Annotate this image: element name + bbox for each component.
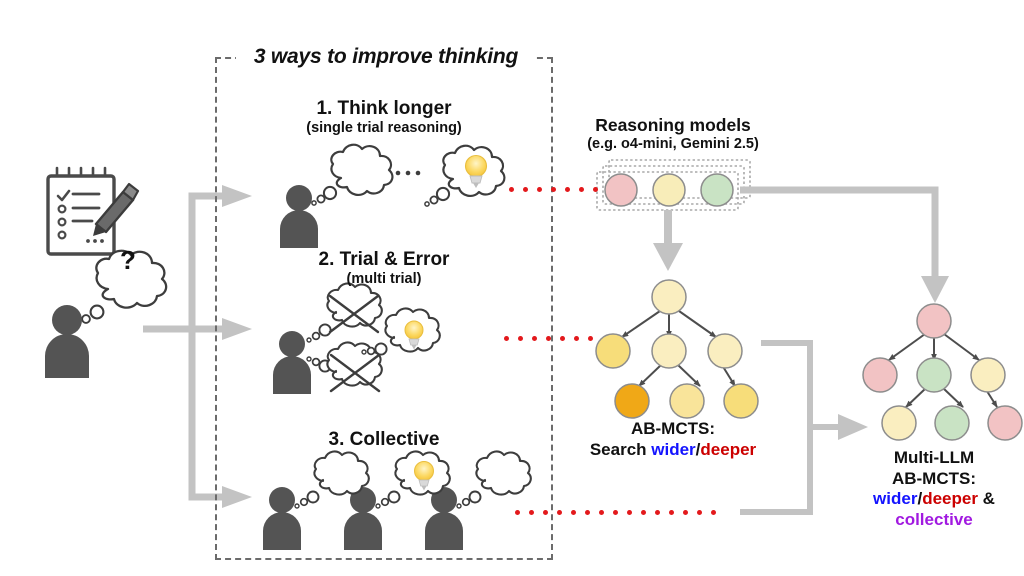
abmcts-deeper-text: deeper: [700, 439, 757, 459]
abmcts-slash-text: /: [695, 439, 701, 459]
multillm-amp-text: &: [977, 489, 995, 509]
group-title-mask: [236, 44, 536, 70]
multillm-node-l1-b: [916, 357, 952, 393]
method2-bubble-trail-mid: [361, 342, 388, 356]
multillm-tree-nodes: [862, 303, 1023, 441]
models-to-abmcts-arrow: [653, 210, 683, 271]
method3-thought-bubble-1: [313, 450, 370, 496]
method1-thought-bubble-1: [330, 143, 394, 197]
method3-title: 3. Collective: [328, 429, 440, 450]
multillm-node-l2-b: [934, 405, 970, 441]
reasoning-models-subtitle: (e.g. o4-mini, Gemini 2.5): [587, 136, 759, 152]
abmcts-caption: AB-MCTS: Search wider/deeper: [563, 419, 783, 460]
multillm-caption-line2: AB-MCTS:: [891, 468, 977, 488]
method1-person-icon: [280, 185, 318, 248]
reasoning-models-title: Reasoning models: [595, 115, 751, 135]
pencil-icon: [93, 182, 140, 236]
method2-person-icon: [273, 331, 311, 394]
abmcts-node-l2-b: [669, 383, 705, 419]
method2-lightbulb-icon: [404, 320, 424, 350]
multillm-node-l2-a: [881, 405, 917, 441]
abmcts-tree-nodes: [595, 279, 759, 419]
multillm-tree-edges: [888, 333, 998, 408]
method3-lightbulb-icon: [414, 461, 434, 491]
abmcts-wider-text: wider: [651, 439, 696, 459]
method2-bubble-trail-top: [306, 323, 332, 343]
method2-title: 2. Trial & Error: [318, 249, 450, 270]
models-to-multillm-arrow: [740, 186, 949, 303]
method1-lightbulb-icon: [464, 154, 488, 188]
multillm-caption: Multi-LLM AB-MCTS: wider/deeper & collec…: [844, 448, 1024, 531]
method2-subtitle: (multi trial): [346, 271, 422, 287]
method1-bubble-trail: [311, 185, 338, 206]
abmcts-caption-line2: Search wider/deeper: [563, 440, 783, 461]
red-dots-method3: [515, 510, 716, 515]
question-thought-bubble: [75, 249, 168, 327]
multillm-node-root: [916, 303, 952, 339]
multillm-slash-text: /: [917, 489, 923, 509]
model-chip-pink: [604, 173, 638, 207]
multillm-collective-text: collective: [895, 510, 973, 530]
abmcts-node-root: [651, 279, 687, 315]
abmcts-node-l1-b: [651, 333, 687, 369]
merge-connector-arrowhead: [838, 414, 868, 440]
multillm-caption-line3: wider/deeper &: [844, 489, 1024, 510]
abmcts-node-l2-a: [614, 383, 650, 419]
method1-subtitle: (single trial reasoning): [306, 120, 462, 136]
red-dots-method1: [509, 187, 605, 192]
multillm-wider-text: wider: [873, 489, 918, 509]
multillm-node-l1-c: [970, 357, 1006, 393]
user-person-icon: [45, 305, 89, 378]
multillm-node-l2-c: [987, 405, 1023, 441]
multillm-node-l1-a: [862, 357, 898, 393]
multillm-deeper-text: deeper: [922, 489, 978, 509]
question-mark: ?: [120, 245, 136, 275]
multillm-caption-line1: Multi-LLM: [893, 448, 975, 467]
method3-bubble-trail-3: [456, 490, 482, 509]
notepad-icon: [46, 166, 140, 256]
method3-thought-bubble-3: [475, 450, 532, 496]
method2-cross-icon-bottom: [329, 353, 381, 393]
split-connector-arrowheads: [222, 185, 252, 508]
method2-cross-icon-top: [328, 294, 380, 334]
merge-connector: [740, 340, 842, 515]
reasoning-model-chips: [604, 173, 734, 207]
abmcts-node-l2-c: [723, 383, 759, 419]
method3-bubble-trail-1: [294, 490, 320, 509]
red-dots-method2: [504, 336, 600, 341]
group-title: 3 ways to improve thinking: [253, 45, 519, 68]
method2-failed-bubble-top: [326, 282, 383, 334]
method1-title: 1. Think longer: [316, 98, 452, 119]
split-connector: [143, 192, 222, 501]
method3-bubble-trail-2: [375, 490, 401, 509]
abmcts-node-l1-a: [595, 333, 631, 369]
model-chip-green: [700, 173, 734, 207]
abmcts-search-text: Search: [589, 439, 652, 459]
abmcts-node-l1-c: [707, 333, 743, 369]
abmcts-caption-line1: AB-MCTS:: [630, 419, 716, 438]
method1-ellipsis: [395, 170, 421, 176]
model-chip-yellow: [652, 173, 686, 207]
method3-person-1-icon: [263, 487, 301, 550]
method1-bubble-trail-2: [424, 186, 451, 207]
